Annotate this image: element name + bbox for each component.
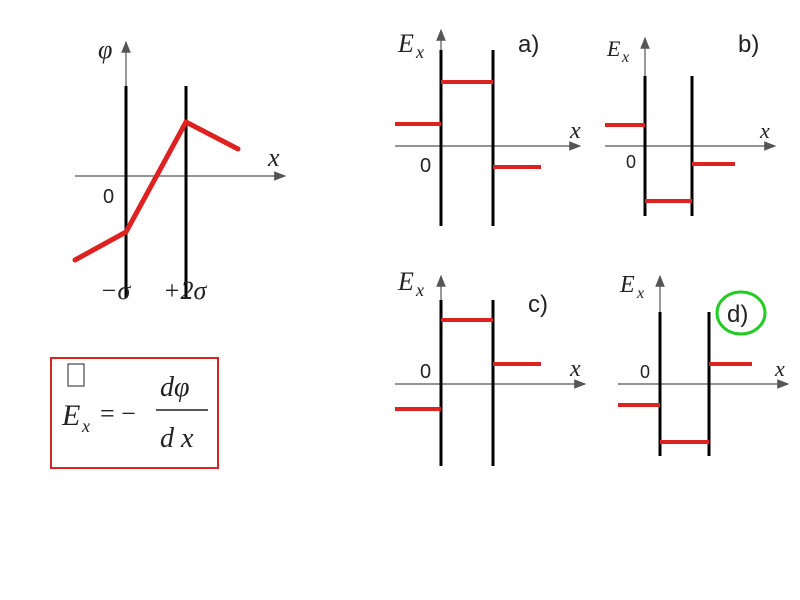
phi-x-label: x [267,143,280,172]
formula-subscript: x [81,416,90,436]
option-d-label: d) [727,301,748,328]
formula-box: E x = − dφ d x [50,357,219,469]
option-c-y-sub: x [415,280,424,300]
formula-denominator: d x [160,423,194,454]
formula-lhs: E [61,399,80,432]
option-a-x-label: x [569,118,581,144]
option-c-origin: 0 [420,361,431,383]
option-c[interactable]: E x x 0 c) [395,267,587,466]
option-b[interactable]: E x x 0 b) [605,31,777,216]
formula-numerator: dφ [160,372,190,403]
option-d[interactable]: E x x 0 d) [618,272,790,456]
option-a-y-label: E [397,29,414,58]
phi-axis-label: φ [98,35,112,64]
potential-graph: φ x 0 −σ +2σ [72,35,287,305]
potential-curve [72,119,241,263]
option-d-y-sub: x [636,285,644,302]
option-a-y-sub: x [415,42,424,62]
sheet2-charge-label: +2σ [163,276,208,305]
option-b-origin: 0 [626,152,636,172]
option-a-origin: 0 [420,155,431,177]
option-d-y-label: E [619,272,635,298]
option-c-label: c) [528,291,548,318]
option-d-origin: 0 [640,362,650,382]
option-b-y-label: E [606,36,621,61]
option-c-y-label: E [397,267,414,296]
formula-equals-minus: = − [100,399,136,428]
option-c-x-label: x [569,356,581,382]
option-b-label: b) [738,31,759,58]
phi-origin-label: 0 [103,186,114,208]
option-b-x-label: x [759,118,770,143]
option-d-answer-highlight [715,290,767,336]
sheet1-charge-label: −σ [100,276,132,305]
vector-arrow-icon [67,363,85,387]
formula-border [50,357,219,469]
option-a[interactable]: E x x 0 a) [395,28,582,226]
option-d-x-label: x [774,356,785,381]
option-a-label: a) [518,31,539,58]
option-b-y-sub: x [621,49,629,66]
